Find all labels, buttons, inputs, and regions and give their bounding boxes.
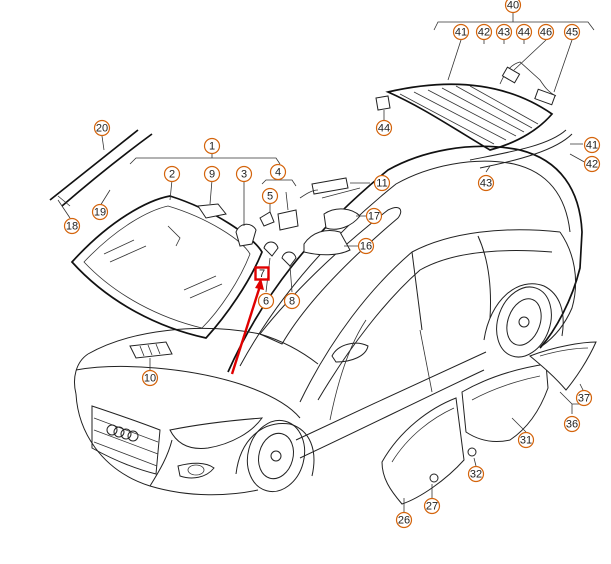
- callout-label: 8: [289, 296, 295, 308]
- callout-label: 44: [518, 27, 530, 39]
- callout-label: 36: [566, 419, 578, 431]
- callout-41a: 41: [452, 23, 470, 41]
- callout-label: 16: [360, 241, 372, 253]
- callout-label: 11: [376, 178, 387, 190]
- callout-label: 19: [94, 207, 106, 219]
- callout-36: 36: [563, 415, 581, 433]
- callout-label: 17: [368, 211, 380, 223]
- callout-label: 18: [66, 221, 78, 233]
- callout-43a: 43: [495, 23, 513, 41]
- callout-42a: 42: [475, 23, 493, 41]
- callout-41b: 41: [583, 136, 601, 154]
- callout-label: 9: [209, 169, 215, 181]
- callout-40: 40: [504, 0, 522, 14]
- door-glasses: [381, 341, 597, 505]
- callout-label: 45: [566, 27, 578, 39]
- callout-46: 46: [537, 23, 555, 41]
- callout-20: 20: [93, 119, 111, 137]
- callout-label: 31: [520, 435, 532, 447]
- callout-label: 43: [480, 178, 492, 190]
- callout-label: 43: [498, 27, 510, 39]
- callout-32: 32: [467, 465, 485, 483]
- callout-10: 10: [141, 369, 159, 387]
- callout-3: 3: [235, 165, 253, 183]
- callout-17: 17: [365, 207, 383, 225]
- callout-label: 41: [455, 27, 467, 39]
- callout-27: 27: [423, 497, 441, 515]
- callout-label: 10: [144, 373, 156, 385]
- small-parts: [129, 177, 361, 359]
- callout-label: 40: [507, 0, 519, 12]
- callout-label: 5: [267, 191, 273, 203]
- car-body-outline: [74, 145, 583, 496]
- callout-44b: 44: [375, 119, 393, 137]
- callout-18: 18: [63, 217, 81, 235]
- callout-26: 26: [395, 511, 413, 529]
- callout-label: 4: [275, 167, 281, 179]
- sunroof-assembly: [375, 61, 573, 169]
- callout-label: 44: [378, 123, 390, 135]
- callout-31: 31: [517, 431, 535, 449]
- callout-8: 8: [283, 292, 301, 310]
- callout-label: 41: [586, 140, 598, 152]
- callout-7: 7: [259, 268, 265, 280]
- callout-16: 16: [357, 237, 375, 255]
- callout-11: 11: [373, 174, 391, 192]
- callout-label: 20: [96, 123, 108, 135]
- windshield-part: [70, 195, 263, 339]
- highlight-part-7: [230, 266, 270, 375]
- callout-label: 1: [209, 141, 215, 153]
- callout-label: 32: [470, 469, 482, 481]
- callout-label: 2: [169, 169, 175, 181]
- callout-layer: 40 41 42 43 44 46 45 44 41 42 43 20 1 2 9 3 45 11 17 16 19 18…: [63, 0, 601, 529]
- callout-label: 46: [540, 27, 552, 39]
- callout-label: 27: [426, 501, 438, 513]
- pillar-trims: [49, 129, 153, 207]
- callout-label: 42: [478, 27, 490, 39]
- callout-19: 19: [91, 203, 109, 221]
- callout-6: 6: [257, 292, 275, 310]
- callout-9: 9: [203, 165, 221, 183]
- callout-43b: 43: [477, 174, 495, 192]
- callout-45: 45: [563, 23, 581, 41]
- callout-1: 1: [203, 137, 221, 155]
- callout-5: 5: [261, 187, 279, 205]
- callout-2: 2: [163, 165, 181, 183]
- callout-37: 37: [575, 389, 593, 407]
- callout-label: 6: [263, 296, 269, 308]
- callout-42b: 42: [583, 155, 601, 173]
- callout-label: 3: [241, 169, 247, 181]
- callout-label: 42: [586, 159, 598, 171]
- callout-4: 4: [269, 163, 287, 181]
- callout-44a: 44: [515, 23, 533, 41]
- callout-label: 26: [398, 515, 410, 527]
- callout-label: 37: [578, 393, 590, 405]
